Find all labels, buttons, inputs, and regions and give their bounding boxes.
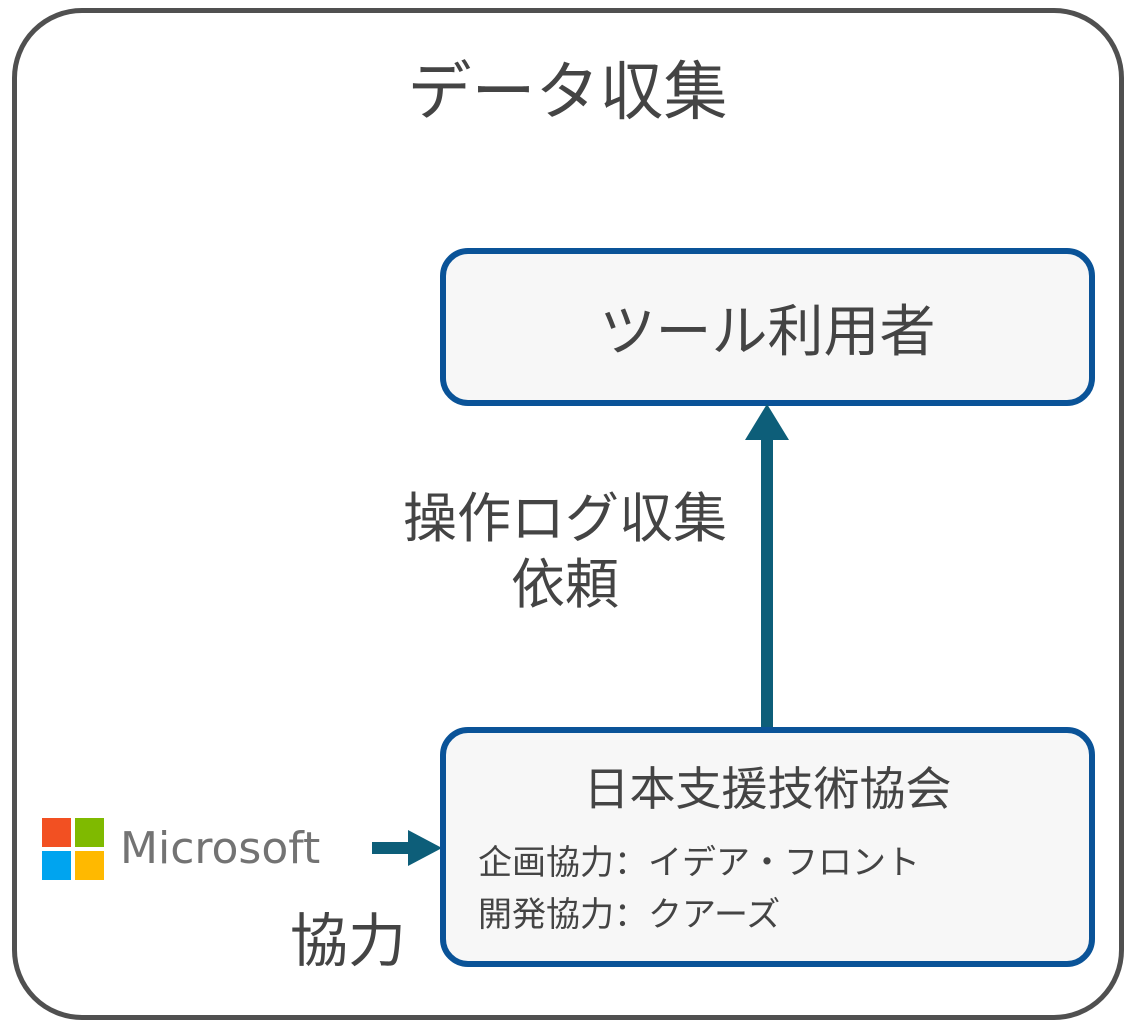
microsoft-logo-yellow-square <box>75 851 104 880</box>
organization-title: 日本支援技術協会 <box>583 762 952 816</box>
request-arrow-label: 操作ログ収集 依頼 <box>360 486 770 618</box>
cooperation-arrow-head <box>408 830 442 866</box>
tool-user-box: ツール利用者 <box>440 248 1095 406</box>
microsoft-logo-blue-square <box>42 851 71 880</box>
microsoft-wordmark: Microsoft <box>120 823 321 874</box>
cooperation-label: 協力 <box>290 907 407 975</box>
request-arrow-label-line1: 操作ログ収集 <box>403 487 727 550</box>
planning-partner-line: 企画協力：イデア・フロント <box>478 843 920 883</box>
request-arrow-label-line2: 依頼 <box>511 553 619 616</box>
request-arrow-head <box>745 404 789 440</box>
frame-title: データ収集 <box>407 56 728 130</box>
microsoft-logo-red-square <box>42 818 71 847</box>
tool-user-label: ツール利用者 <box>599 299 936 365</box>
development-partner-line: 開発協力：クアーズ <box>478 895 781 935</box>
microsoft-logo-icon <box>42 818 104 880</box>
organization-box: 日本支援技術協会 企画協力：イデア・フロント 開発協力：クアーズ <box>440 727 1095 967</box>
microsoft-logo-green-square <box>75 818 104 847</box>
